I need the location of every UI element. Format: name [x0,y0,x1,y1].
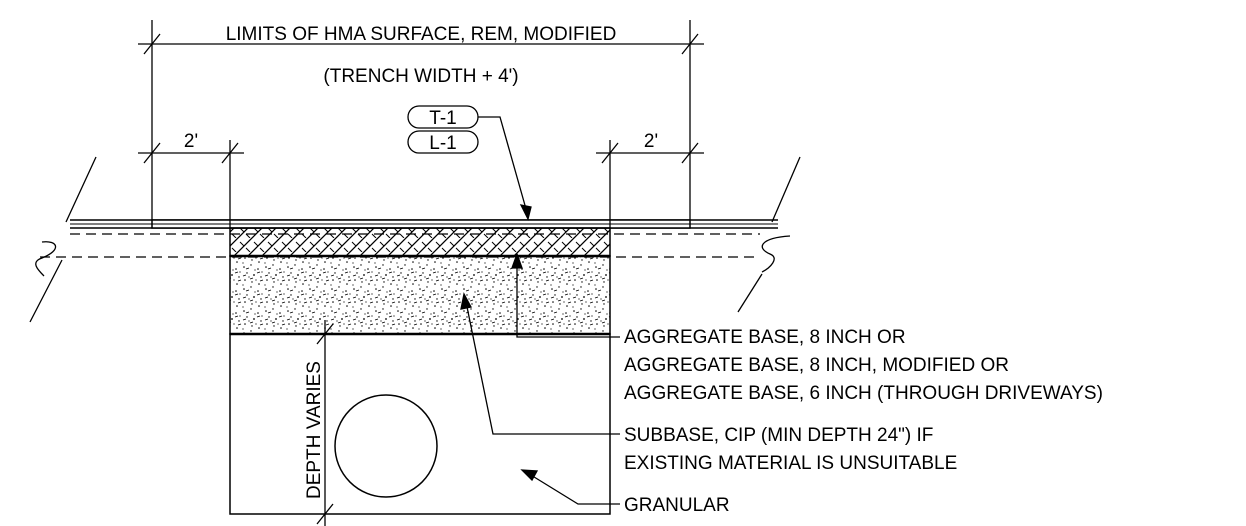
aggregate-leader [511,252,620,338]
left-offset-label: 2' [184,131,198,152]
depth-label: DEPTH VARIES [304,361,325,499]
right-offset-dimension [596,140,704,228]
tag-t1-label: T-1 [429,108,456,129]
right-offset-label: 2' [644,131,658,152]
pavement-surface [70,219,778,229]
aggregate-callout-line-2: AGGREGATE BASE, 8 INCH, MODIFIED OR [624,355,1009,376]
aggregate-callout-line-1: AGGREGATE BASE, 8 INCH OR [624,327,906,348]
hma-patch-layer [229,227,611,257]
granular-callout: GRANULAR [624,495,730,516]
right-break-line [737,156,801,313]
overall-dimension-label: LIMITS OF HMA SURFACE, REM, MODIFIED [226,24,617,45]
granular-leader [520,469,620,505]
aggregate-base-layer [229,255,611,335]
tag-t1: T-1 [407,105,479,129]
left-break-line [29,156,97,323]
tag-l1-label: L-1 [429,133,456,154]
depth-dimension [316,320,334,526]
tag-leader [478,116,532,221]
subbase-callout-line-1: SUBBASE, CIP (MIN DEPTH 24") IF [624,425,933,446]
tag-l1: L-1 [407,130,479,154]
left-offset-dimension [138,140,244,228]
subbase-callout-line-2: EXISTING MATERIAL IS UNSUITABLE [624,453,957,474]
granular-backfill-zone [229,333,611,515]
overall-dimension-sublabel: (TRENCH WIDTH + 4') [323,66,518,87]
subbase-leader [460,292,620,435]
overall-dimension [138,20,704,220]
pipe-circle [334,394,438,498]
aggregate-callout-line-3: AGGREGATE BASE, 6 INCH (THROUGH DRIVEWAY… [624,383,1103,404]
